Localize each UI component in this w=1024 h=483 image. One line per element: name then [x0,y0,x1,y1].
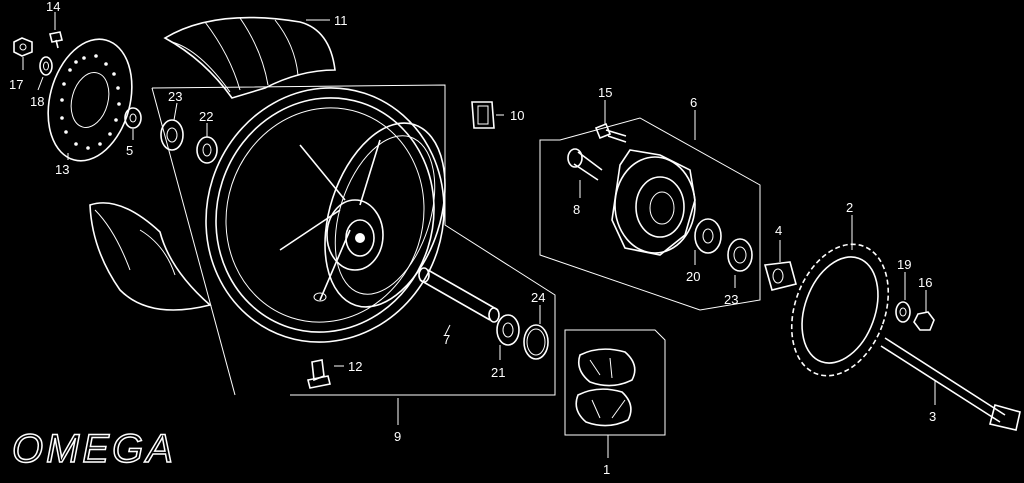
callout-14: 14 [46,0,60,14]
callout-7: 7 [443,332,450,347]
clip-10 [471,101,495,129]
rim [205,87,446,343]
bearing-22 [196,136,218,164]
bearing-20 [694,218,722,254]
valve-12 [307,359,331,389]
sprocket-hub [611,149,696,256]
sprocket [790,243,890,377]
callout-21: 21 [491,365,505,380]
callout-23b: 23 [724,292,738,307]
callout-17: 17 [9,77,23,92]
stud-8 [567,148,603,181]
callout-5: 5 [126,143,133,158]
callout-13: 13 [55,162,69,177]
spacer-7 [418,267,500,323]
callout-6: 6 [690,95,697,110]
callout-24: 24 [531,290,545,305]
omega-logo: OMEGA [12,427,176,471]
washer-18 [39,56,53,76]
leader-lines [22,12,936,458]
callout-1: 1 [603,462,610,477]
callout-2: 2 [846,200,853,215]
callout-11: 11 [334,13,348,28]
axle [880,337,1021,431]
washer-19 [895,301,911,323]
bolt-14 [49,31,63,49]
bearing-23a [160,119,184,151]
callout-16: 16 [918,275,932,290]
damper [575,348,636,427]
callout-20: 20 [686,269,700,284]
nut-17 [13,37,33,57]
bearing-21 [496,314,520,346]
tire [89,16,336,311]
nut-16 [913,311,935,331]
callout-22: 22 [199,109,213,124]
seal-23b [727,238,753,272]
callout-9: 9 [394,429,401,444]
callout-23a: 23 [168,89,182,104]
bolt-15 [594,122,627,143]
callout-8: 8 [573,202,580,217]
collar-5 [124,107,142,129]
oring-24 [523,324,549,360]
collar-4 [763,261,797,291]
callout-12: 12 [348,359,362,374]
callout-19: 19 [897,257,911,272]
callout-3: 3 [929,409,936,424]
group-outlines [151,84,761,436]
callout-18: 18 [30,94,44,109]
callout-4: 4 [775,223,782,238]
callout-10: 10 [510,108,524,123]
callout-15: 15 [598,85,612,100]
callout-labels: 11 14 17 18 13 5 23 22 12 10 15 6 8 4 2 … [9,0,936,477]
